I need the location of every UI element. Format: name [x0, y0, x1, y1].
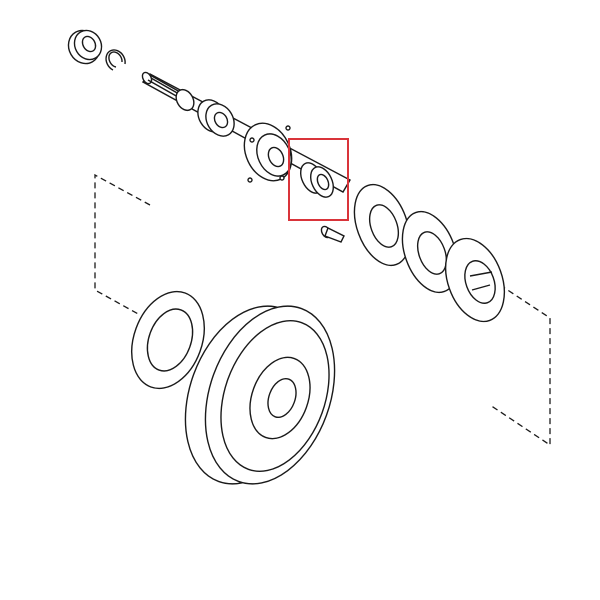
highlighted-bearing-collar [288, 138, 349, 221]
brake-drum [184, 305, 336, 485]
oil-seal [67, 29, 103, 65]
backing-plate-gasket [131, 290, 205, 390]
highlight-box [288, 138, 349, 221]
gasket-2 [401, 210, 459, 294]
snap-ring [105, 49, 126, 71]
hub-flange [444, 237, 506, 323]
bearing-retainer-flange [243, 122, 293, 183]
bearing [197, 99, 235, 137]
dashed-leader-lines [94, 173, 551, 447]
hub-bolt [320, 225, 345, 243]
